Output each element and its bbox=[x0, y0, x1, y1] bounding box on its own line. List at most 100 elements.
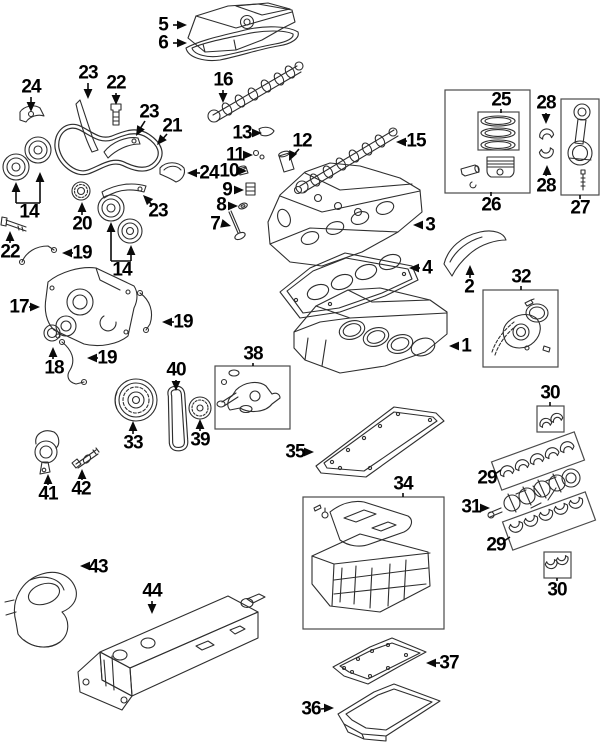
part-label-9[interactable]: 9 bbox=[222, 180, 244, 201]
part-crank-pulley bbox=[114, 378, 158, 422]
part-tensioner-bolt bbox=[0, 216, 27, 232]
part-number-text: 44 bbox=[142, 581, 163, 602]
part-label-44[interactable]: 44 bbox=[142, 581, 164, 615]
part-label-8[interactable]: 8 bbox=[216, 195, 238, 216]
part-label-25[interactable]: 25 bbox=[491, 90, 513, 114]
arrowhead-icon bbox=[195, 419, 205, 429]
part-label-28[interactable]: 28 bbox=[536, 165, 557, 197]
part-label-15[interactable]: 15 bbox=[396, 131, 428, 152]
part-valve bbox=[228, 210, 246, 241]
part-label-43[interactable]: 43 bbox=[80, 557, 109, 578]
arrowhead-icon bbox=[324, 703, 334, 713]
part-label-35[interactable]: 35 bbox=[285, 442, 314, 463]
part-label-20[interactable]: 20 bbox=[72, 202, 93, 235]
part-label-19[interactable]: 19 bbox=[162, 312, 194, 333]
part-number-text: 29 bbox=[477, 468, 497, 489]
part-label-36[interactable]: 36 bbox=[301, 699, 334, 720]
arrowhead-icon bbox=[111, 95, 121, 105]
arrowhead-icon bbox=[77, 202, 87, 212]
part-label-5[interactable]: 5 bbox=[158, 15, 187, 36]
part-label-16[interactable]: 16 bbox=[213, 70, 234, 104]
arrowhead-icon bbox=[234, 185, 244, 195]
part-number-text: 14 bbox=[112, 260, 133, 281]
part-label-2[interactable]: 2 bbox=[464, 265, 475, 298]
part-number-text: 27 bbox=[570, 198, 590, 219]
part-number-text: 16 bbox=[213, 70, 233, 91]
part-label-34[interactable]: 34 bbox=[393, 474, 415, 498]
group-box-piston-26 bbox=[444, 89, 531, 194]
part-label-29[interactable]: 29 bbox=[486, 535, 511, 556]
part-label-23[interactable]: 23 bbox=[78, 63, 99, 100]
part-spring-seat bbox=[245, 182, 256, 196]
part-label-42[interactable]: 42 bbox=[71, 469, 92, 500]
part-number-text: 19 bbox=[173, 312, 193, 333]
part-label-21[interactable]: 21 bbox=[154, 116, 184, 148]
arrowhead-icon bbox=[413, 220, 423, 230]
part-crankshaft bbox=[487, 468, 581, 519]
arrowhead-icon bbox=[396, 137, 406, 147]
part-label-12[interactable]: 12 bbox=[285, 131, 313, 163]
arrowhead-icon bbox=[449, 341, 459, 351]
part-label-14[interactable]: 14 bbox=[106, 222, 136, 281]
part-number-text: 28 bbox=[536, 93, 556, 114]
part-label-22[interactable]: 22 bbox=[0, 231, 21, 263]
part-label-39[interactable]: 39 bbox=[190, 419, 211, 451]
part-number-text: 6 bbox=[158, 33, 168, 54]
part-engine-block bbox=[293, 287, 448, 374]
part-label-29[interactable]: 29 bbox=[477, 468, 502, 489]
part-number-text: 30 bbox=[547, 580, 567, 601]
part-label-30[interactable]: 30 bbox=[540, 383, 561, 407]
part-label-22[interactable]: 22 bbox=[106, 73, 127, 106]
part-oil-pipe-right bbox=[136, 289, 153, 334]
part-label-32[interactable]: 32 bbox=[511, 267, 532, 291]
part-label-30[interactable]: 30 bbox=[547, 578, 568, 601]
part-label-19[interactable]: 19 bbox=[62, 243, 93, 264]
part-keeper bbox=[238, 202, 248, 210]
part-rod-bearings bbox=[538, 128, 555, 159]
part-label-4[interactable]: 4 bbox=[409, 258, 434, 279]
part-number-text: 42 bbox=[71, 479, 91, 500]
part-label-37[interactable]: 37 bbox=[426, 653, 460, 674]
part-label-41[interactable]: 41 bbox=[38, 474, 60, 505]
part-label-6[interactable]: 6 bbox=[158, 33, 187, 54]
part-label-1[interactable]: 1 bbox=[449, 336, 473, 357]
part-label-24[interactable]: 24 bbox=[187, 163, 221, 184]
part-chain-guide-mid bbox=[103, 137, 141, 159]
part-label-7[interactable]: 7 bbox=[210, 214, 232, 235]
part-label-31[interactable]: 31 bbox=[461, 497, 490, 518]
part-label-23[interactable]: 23 bbox=[140, 192, 169, 222]
part-label-14[interactable]: 14 bbox=[11, 172, 45, 223]
part-number-text: 32 bbox=[511, 267, 531, 288]
part-label-40[interactable]: 40 bbox=[166, 360, 187, 392]
part-label-27[interactable]: 27 bbox=[570, 195, 591, 219]
part-label-10[interactable]: 10 bbox=[219, 161, 247, 182]
part-valve-keepers bbox=[252, 149, 265, 160]
part-seal-ring bbox=[71, 181, 91, 201]
part-label-28[interactable]: 28 bbox=[536, 93, 557, 125]
part-label-3[interactable]: 3 bbox=[413, 215, 436, 236]
part-label-19[interactable]: 19 bbox=[87, 348, 118, 369]
part-label-17[interactable]: 17 bbox=[9, 297, 40, 318]
part-label-24[interactable]: 24 bbox=[21, 77, 43, 113]
part-number-text: 41 bbox=[38, 484, 59, 505]
part-number-text: 26 bbox=[481, 195, 501, 216]
part-number-text: 40 bbox=[166, 360, 186, 381]
arrowhead-icon bbox=[106, 222, 116, 232]
part-piston bbox=[460, 156, 515, 189]
part-valve-cover bbox=[187, 2, 296, 53]
part-lower-pan-gasket bbox=[332, 637, 427, 685]
part-label-18[interactable]: 18 bbox=[44, 347, 65, 379]
group-box-seal-32 bbox=[482, 289, 559, 368]
part-label-13[interactable]: 13 bbox=[232, 123, 262, 144]
part-label-38[interactable]: 38 bbox=[243, 344, 264, 367]
arrowhead-icon bbox=[289, 150, 298, 161]
part-number-text: 17 bbox=[9, 297, 29, 318]
part-label-33[interactable]: 33 bbox=[123, 421, 144, 454]
arrowhead-icon bbox=[80, 561, 90, 571]
group-boxes-layer bbox=[214, 89, 600, 630]
part-label-23[interactable]: 23 bbox=[132, 102, 160, 139]
part-head-gasket bbox=[279, 252, 419, 319]
arrowhead-icon bbox=[83, 89, 93, 99]
part-label-11[interactable]: 11 bbox=[226, 145, 253, 166]
part-label-26[interactable]: 26 bbox=[481, 192, 502, 216]
